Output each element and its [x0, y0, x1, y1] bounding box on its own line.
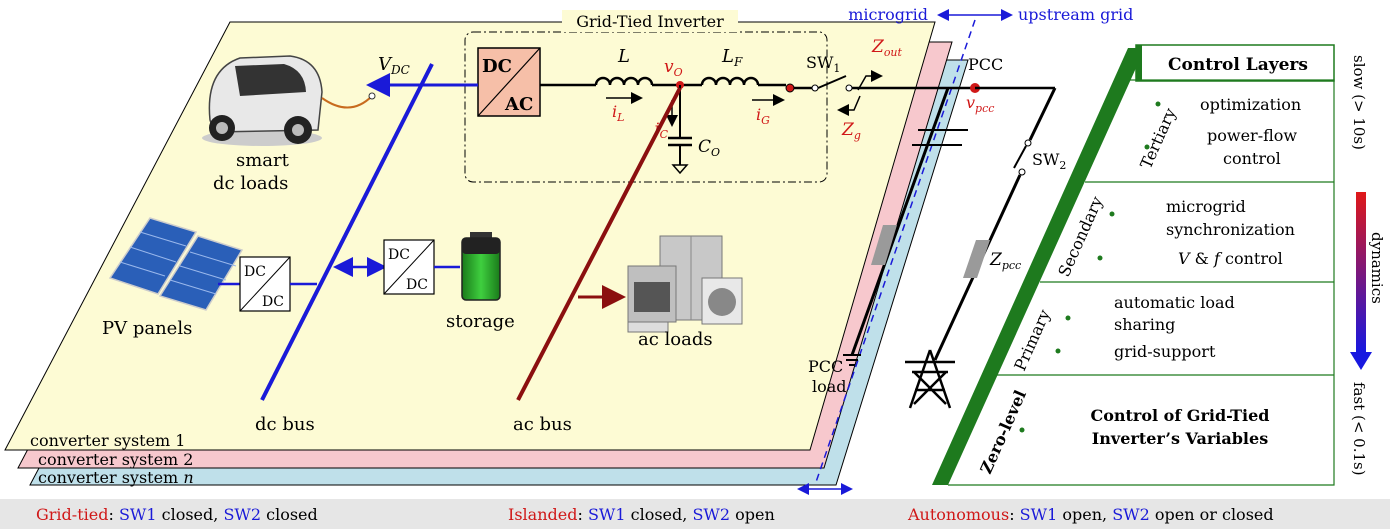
primary-item-1: automatic load	[1114, 293, 1235, 312]
pv-panels-label: PV panels	[102, 318, 192, 339]
zero-level-item-1: Control of Grid-Tied	[1090, 406, 1269, 425]
mode-islanded: Islanded: SW1 closed, SW2 open	[508, 505, 775, 524]
zout-label: Zout	[871, 37, 903, 59]
l-label: L	[617, 46, 630, 67]
svg-text:synchronization: synchronization	[1166, 220, 1295, 239]
ig-label: iG	[756, 105, 770, 127]
il-label: iL	[612, 102, 624, 124]
vo-label: vO	[664, 57, 683, 79]
mode-grid-tied: Grid-tied: SW1 closed, SW2 closed	[36, 505, 318, 524]
ac-bus-label: ac bus	[513, 414, 572, 435]
microgrid-boundary	[814, 19, 976, 486]
operating-modes-bar: Grid-tied: SW1 closed, SW2 closed Island…	[0, 499, 1390, 529]
converter-ac-label: AC	[504, 94, 533, 115]
system-1-label: converter system 1	[30, 431, 185, 450]
svg-text:Inverter’s Variables: Inverter’s Variables	[1092, 429, 1268, 448]
svg-text:DC: DC	[262, 294, 284, 310]
dynamics-gradient-arrow	[1356, 192, 1366, 352]
switch-sw1	[817, 75, 847, 89]
transmission-tower-icon	[905, 349, 955, 409]
smart-dc-loads-label-1: smart	[236, 150, 290, 171]
dc-bus-line	[260, 63, 434, 401]
co-label: CO	[698, 137, 720, 159]
ground-symbol	[671, 164, 689, 175]
system-n-label: converter system n	[38, 468, 194, 487]
fast-label: fast (< 0.1s)	[1350, 382, 1368, 476]
lf-label: LF	[721, 46, 743, 69]
inductor-l	[594, 76, 654, 86]
ac-loads-label: ac loads	[638, 329, 713, 350]
layer-name-tertiary: Tertiary	[1136, 105, 1180, 171]
svg-text:DC: DC	[406, 277, 428, 293]
zg-label: Zg	[841, 120, 861, 142]
tertiary-item-1: optimization	[1200, 95, 1301, 114]
dc-bus-label: dc bus	[255, 414, 315, 435]
converter-dc-label: DC	[482, 56, 512, 77]
svg-text:control: control	[1223, 149, 1281, 168]
sw2-label: SW2	[1032, 150, 1066, 172]
inverter-title: Grid-Tied Inverter	[576, 12, 724, 31]
tertiary-item-2: power-flow	[1207, 126, 1297, 145]
zpcc-label: Zpcc	[989, 250, 1021, 272]
pcc-label: PCC	[968, 55, 1003, 74]
control-layers-title-box	[1135, 44, 1335, 82]
secondary-item-2: V & f control	[1178, 249, 1283, 268]
control-layers-title: Control Layers	[1168, 55, 1308, 75]
control-layers-ribbon	[932, 48, 1145, 485]
battery-icon	[461, 232, 501, 301]
svg-text:sharing: sharing	[1114, 315, 1175, 334]
solar-panel-icon	[108, 217, 244, 311]
ac-bus-line	[516, 87, 682, 401]
system-2-label: converter system 2	[38, 450, 193, 469]
svg-text:DC: DC	[244, 264, 266, 280]
pcc-load-impedance	[871, 225, 897, 265]
inductor-lf	[700, 76, 760, 86]
electric-car-icon	[202, 55, 376, 146]
sw1-label: SW1	[806, 53, 840, 75]
dynamics-label: dynamics	[1368, 232, 1386, 304]
microgrid-label: microgrid	[848, 5, 928, 24]
slow-label: slow (> 10s)	[1350, 55, 1368, 150]
vdc-label: VDC	[378, 54, 410, 77]
appliances-icon	[627, 235, 743, 333]
svg-text:DC: DC	[388, 247, 410, 263]
storage-label: storage	[446, 311, 515, 332]
switch-sw2	[1013, 145, 1027, 169]
mode-autonomous: Autonomous: SW1 open, SW2 open or closed	[908, 505, 1274, 524]
smart-dc-loads-label-2: dc loads	[213, 173, 288, 194]
pcc-load-label-1: PCC	[808, 357, 843, 376]
upstream-grid-label: upstream grid	[1018, 5, 1133, 24]
pcc-load-label-2: load	[812, 377, 847, 396]
secondary-item-1: microgrid	[1166, 197, 1246, 216]
zpcc-impedance	[963, 240, 990, 278]
vpcc-label: vpcc	[966, 93, 994, 115]
primary-item-2: grid-support	[1114, 342, 1216, 361]
